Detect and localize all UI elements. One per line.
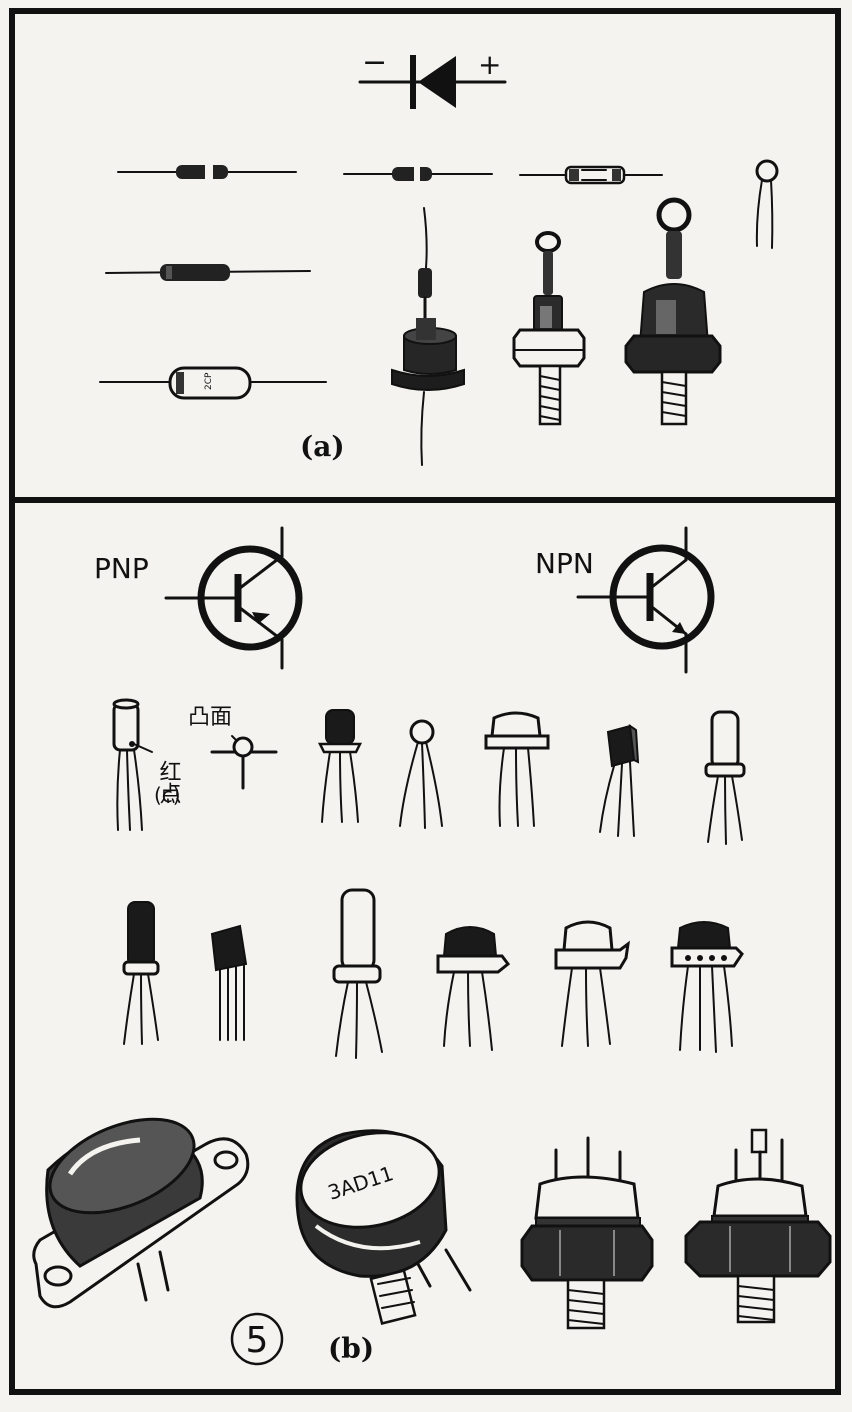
power-transistor-to3-flange <box>32 1117 250 1309</box>
transistor-long-can <box>332 888 383 1059</box>
glass-diode <box>519 165 663 185</box>
panel-a: − + <box>99 45 779 466</box>
convex-face-label: 凸面 <box>188 705 232 730</box>
figure-number-badge: 5 <box>230 1312 284 1366</box>
transistor-to92 <box>210 924 248 1041</box>
npn-label: NPN <box>535 547 594 580</box>
power-transistor-3ad11: 3AD11 <box>295 1129 472 1325</box>
power-transistor-stud-1 <box>520 1136 654 1330</box>
transistor-to5-dark-4pin <box>670 921 744 1053</box>
outer-frame <box>9 8 841 1395</box>
transistor-red-dot <box>112 698 153 831</box>
transistor-top-view: 凸面 <box>188 705 278 790</box>
transistor-bead <box>399 719 443 829</box>
transistor-plastic-small <box>599 723 640 837</box>
axial-diode-3 <box>105 264 311 281</box>
pnp-label: PNP <box>94 552 149 585</box>
bead-diode <box>755 159 779 249</box>
transistor-to18-dark <box>317 709 363 823</box>
diode-minus-sign: − <box>362 45 387 80</box>
stud-diode-small <box>391 207 465 466</box>
axial-diode-1 <box>117 165 297 179</box>
diode-plus-sign: + <box>478 48 501 81</box>
axial-diode-2 <box>343 167 493 181</box>
stud-diode-medium <box>512 231 586 426</box>
panel-b-caption: (b) <box>328 1332 374 1365</box>
panel-a-caption: (a) <box>300 430 345 463</box>
figure-number: 5 <box>246 1320 269 1361</box>
pnp-transistor-symbol: PNP <box>94 526 303 670</box>
power-transistor-stud-2 <box>684 1128 832 1324</box>
stud-diode-large <box>624 197 722 426</box>
transistor-tall-can <box>704 710 746 845</box>
transistor-to5-dark-tab <box>436 926 511 1051</box>
diode-symbol: − + <box>358 45 507 109</box>
transistor-to5-light <box>484 711 550 827</box>
transistor-to5-light-tab <box>554 920 630 1047</box>
sub-caption-c: (c) <box>154 783 181 807</box>
red-dot-label: 红点 <box>156 760 182 804</box>
panel-b: PNP NPN <box>32 526 832 1366</box>
transistor-dark-tall <box>122 901 160 1045</box>
svg-text:2CP: 2CP <box>204 372 214 390</box>
axial-diode-4: 2CP <box>99 366 327 400</box>
npn-transistor-symbol: NPN <box>535 526 715 674</box>
